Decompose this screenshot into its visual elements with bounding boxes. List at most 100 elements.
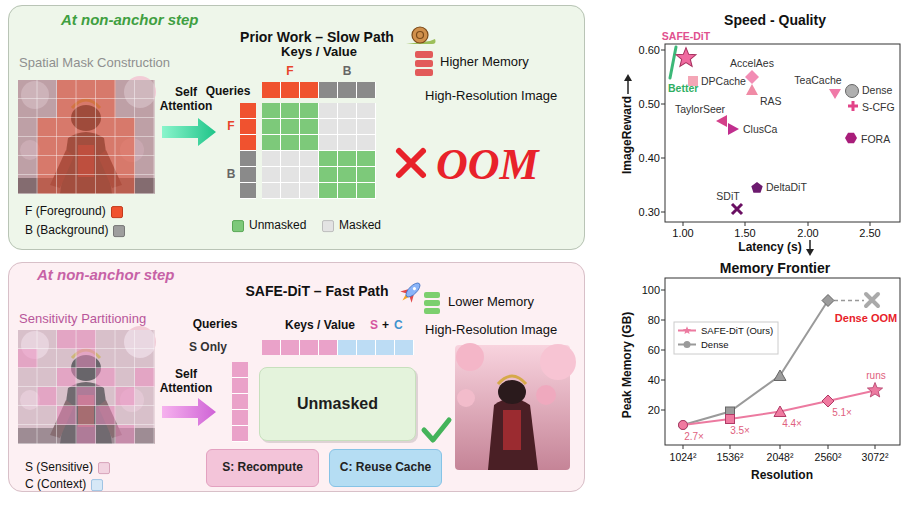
label-holder: SDiT (716, 190, 739, 202)
chart-title: Memory Frontier (720, 260, 830, 276)
partitioned-image (18, 326, 156, 444)
point-label: DPCache (701, 75, 746, 87)
label-holder: 2048² (767, 451, 794, 463)
tick-label: 20 (648, 404, 660, 417)
legend-text: Masked (339, 219, 381, 233)
label-holder: Dense OOM (835, 312, 897, 325)
flow-arrow (162, 118, 216, 146)
label-holder: 20 (648, 404, 660, 417)
sensitive-attention (262, 340, 414, 355)
ratio-label: 4.4× (782, 418, 802, 430)
scatter-plot (728, 123, 739, 135)
scatter-plot (665, 44, 900, 222)
label-holder: C (394, 319, 403, 333)
label-holder: B (227, 168, 236, 182)
label-holder: 1024² (670, 451, 697, 463)
memory-icon (424, 292, 440, 298)
attention-matrix (262, 103, 376, 199)
scatter-plot (751, 182, 762, 193)
memory-icon (415, 69, 433, 76)
generated-image (456, 343, 484, 371)
scatter-plot (716, 115, 727, 127)
tick-label: 40 (648, 374, 660, 387)
label-holder: F (286, 65, 293, 79)
memory-icon (424, 300, 440, 306)
tick-label: 100 (642, 284, 660, 297)
arrow-label: Self Attention (156, 86, 216, 114)
label-holder: Peak Memory (GB) (621, 312, 635, 419)
panel-ground (8, 5, 585, 250)
label-holder: Memory Frontier (720, 260, 830, 276)
axis-title: Peak Memory (GB) (621, 312, 635, 419)
point-label: SAFE-DiT (662, 30, 710, 42)
label-holder: Queries (206, 85, 251, 99)
tick-label: 1.50 (734, 227, 755, 240)
scatter-plot (848, 101, 858, 111)
sensitive-attention (232, 340, 418, 443)
label-holder: 0.30 (639, 206, 660, 219)
legend-text: Unmasked (249, 219, 306, 233)
tick-label: 2048² (767, 451, 794, 463)
unmasked-block: Unmasked (259, 367, 416, 441)
label-holder: RAS (760, 95, 782, 107)
legend-entry: C (Context) (25, 478, 103, 492)
label-holder: 60 (648, 344, 660, 357)
ratio-label: 3.5× (730, 425, 750, 437)
tick-label: 60 (648, 344, 660, 357)
direction-note: Better (668, 82, 698, 94)
rocket-icon (412, 286, 417, 291)
axis-heading: S Only (189, 341, 227, 355)
point-label: SDiT (716, 190, 739, 202)
point-label: TeaCache (794, 74, 841, 86)
label-holder: 3072² (862, 451, 889, 463)
label-holder: 100 (642, 284, 660, 297)
memory-plot (867, 383, 882, 397)
sensitive-attention (232, 362, 248, 442)
legend-swatch (322, 220, 334, 232)
label-holder: F (227, 120, 234, 134)
memory-plot (674, 322, 778, 354)
generated-image (536, 385, 556, 405)
point-label: Dense (862, 84, 892, 96)
legend-sample (683, 327, 691, 335)
legend-swatch (111, 206, 123, 218)
rocket-icon (404, 281, 422, 299)
legend-entry: Unmasked (232, 219, 306, 233)
scatter-plot (670, 47, 676, 78)
point-label: S-CFG (862, 101, 895, 113)
scatter-plot (627, 80, 629, 94)
legend-text: C (Context) (25, 478, 86, 492)
sensitive-attention (232, 362, 248, 442)
tick-label: 0.40 (639, 152, 660, 165)
axis-heading: Queries (206, 85, 251, 99)
label-holder: 1536² (717, 451, 744, 463)
memory-plot (661, 278, 900, 449)
memory-plot (679, 421, 688, 430)
memory-plot (683, 391, 875, 426)
tick-label: 1536² (717, 451, 744, 463)
memory-plot (822, 395, 834, 407)
panel-title: SAFE-DiT – Fast Path (245, 283, 388, 299)
memory-plot (774, 370, 786, 381)
label-holder: S (370, 319, 378, 333)
recompute-box: S: Recompute (206, 449, 319, 487)
scatter-plot (624, 44, 900, 256)
group-letter: B (343, 65, 352, 79)
label-holder: 5.1× (832, 407, 852, 419)
legend-swatch (232, 220, 244, 232)
axis-heading: Keys / Value (281, 45, 357, 60)
masked-image (18, 76, 156, 194)
label-holder: 4.4× (782, 418, 802, 430)
memory-plot (726, 415, 735, 424)
group-letter: C (394, 319, 403, 333)
label-holder: Self Attention (156, 368, 216, 396)
label-holder: DeltaDiT (766, 181, 807, 193)
generated-image (457, 389, 475, 407)
partitioned-image (18, 330, 155, 444)
memory-plot (774, 406, 786, 417)
attention-matrix (240, 103, 256, 199)
tick-label: 1.00 (672, 227, 693, 240)
label-holder: FORA (861, 133, 890, 145)
label-holder: TaylorSeer (675, 103, 725, 115)
